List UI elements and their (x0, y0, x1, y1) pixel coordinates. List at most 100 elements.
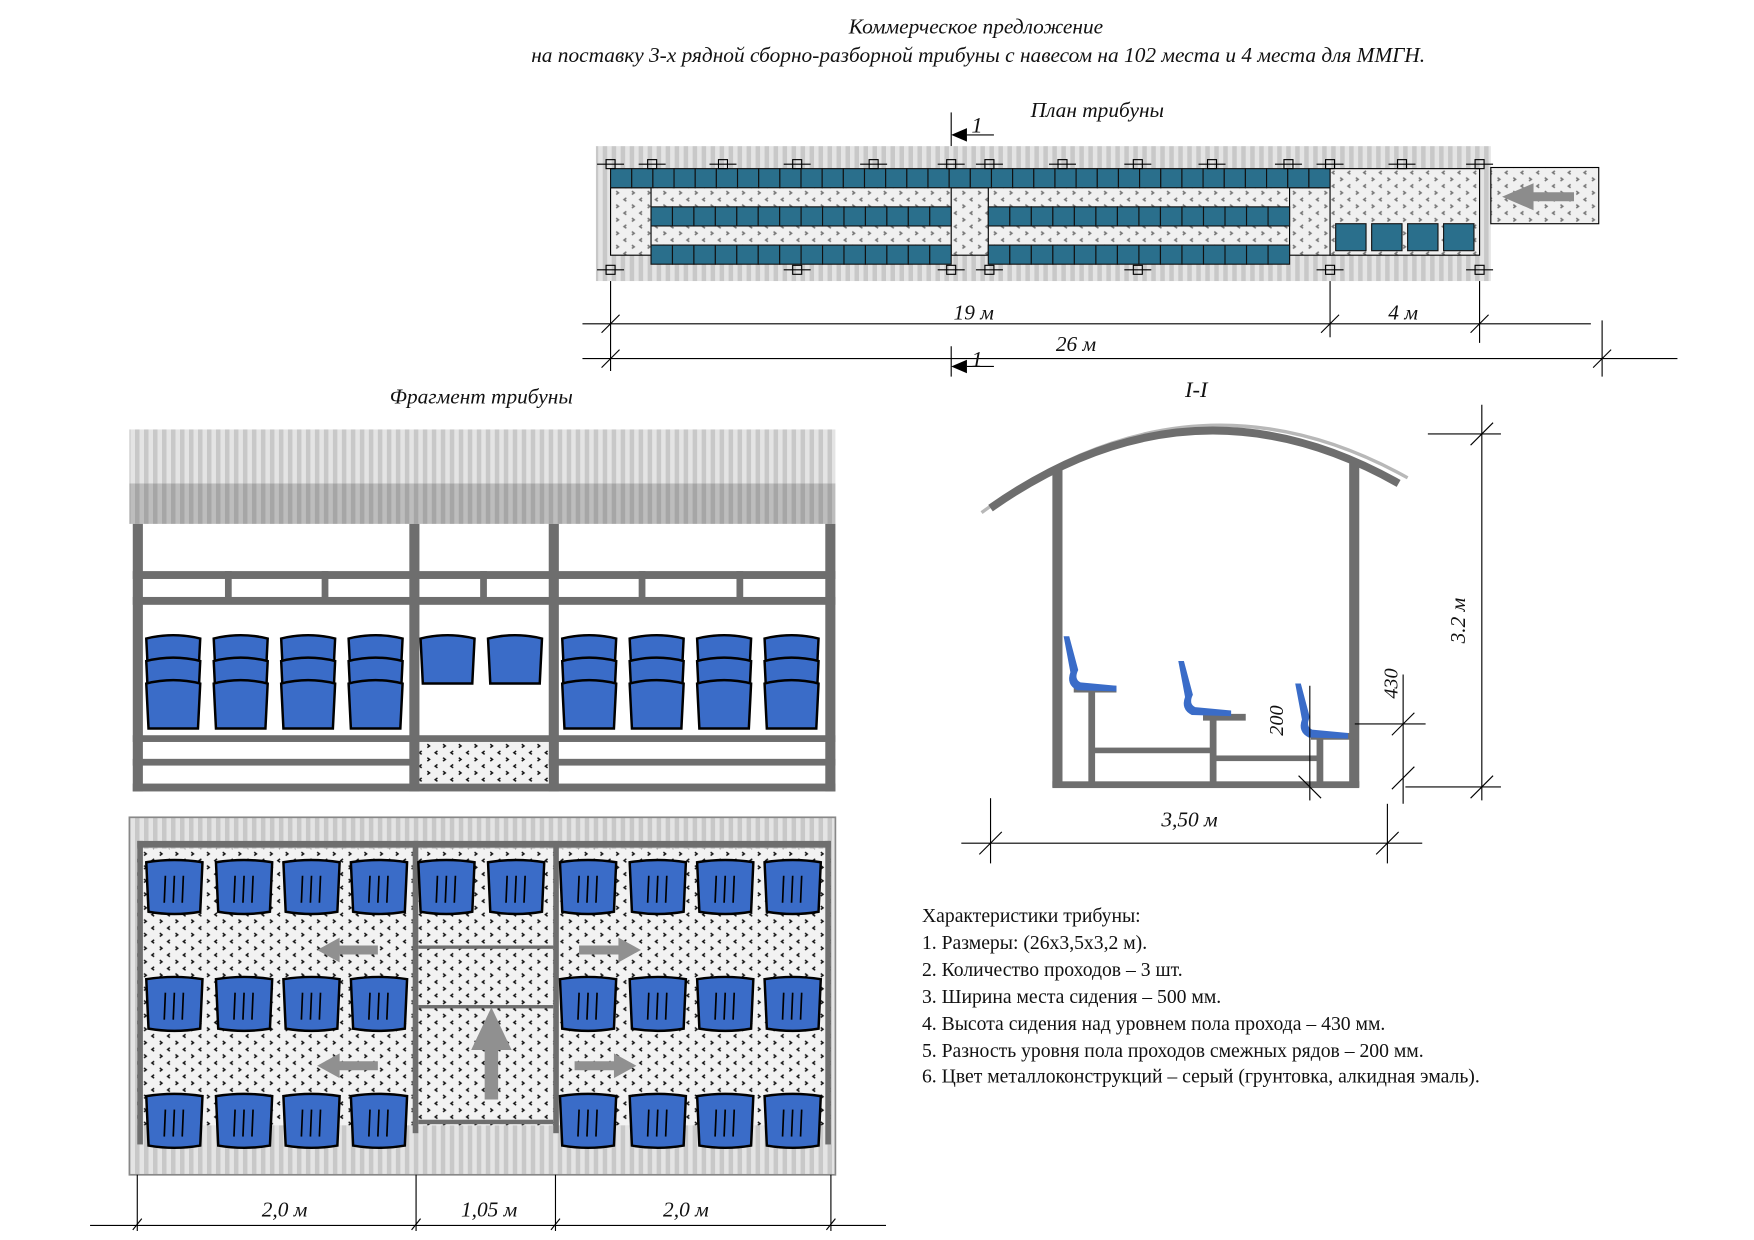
seat-rib (242, 1109, 245, 1137)
seat-rib (723, 992, 727, 1020)
dim-height: 3.2 м (1446, 597, 1470, 644)
plan-seat (987, 206, 1011, 227)
plan-seat (864, 244, 888, 265)
plan-title: План трибуны (1030, 98, 1164, 122)
seat-rib (595, 1109, 598, 1137)
seat-rib (664, 875, 668, 903)
plan-seat (779, 244, 802, 265)
seat-rib (368, 992, 371, 1020)
seat-rib (435, 875, 439, 903)
arrow-right-icon (574, 1053, 637, 1079)
plan-seat (1202, 244, 1226, 265)
seat-rib (586, 875, 589, 903)
fragment-plan-frame (137, 840, 831, 1145)
arrow-up-icon (471, 1007, 512, 1100)
plan-seat (1224, 244, 1248, 265)
plan-seat (800, 206, 824, 227)
dim-26m: 26 м (1056, 332, 1097, 356)
seat-rib (646, 1109, 650, 1137)
plan-seat (1095, 244, 1118, 265)
seat-rib (577, 1109, 580, 1137)
plan-seat (1073, 206, 1097, 227)
plan-seat (990, 168, 1014, 189)
plan-seat (843, 206, 866, 227)
seat-rib (732, 992, 736, 1020)
plan-seat (671, 206, 695, 227)
seat-icon (279, 678, 337, 730)
plan-seat (948, 168, 971, 189)
seat-rib (732, 875, 736, 903)
dim-ticks (601, 314, 1612, 369)
plan-seat (842, 168, 866, 189)
dim-right-2m: 2,0 м (663, 1197, 709, 1221)
accessible-seat (1335, 223, 1367, 252)
seat-rib (251, 875, 254, 903)
seat-rib (514, 875, 517, 903)
arrow-left-icon (317, 1053, 378, 1079)
plan-seat (650, 244, 674, 265)
plan-seat (757, 244, 781, 265)
seat-rib (595, 992, 598, 1020)
section-dims (961, 404, 1501, 864)
plan-seat (969, 168, 993, 189)
seat-rib (377, 1109, 380, 1137)
seat-rib (172, 875, 176, 903)
seat-rib (714, 992, 718, 1020)
plan-seat (715, 168, 739, 189)
seat-rib (386, 875, 389, 903)
column-icon (1474, 264, 1485, 275)
seat-rib (318, 875, 322, 903)
column-marker (937, 264, 965, 275)
plan-seat (736, 168, 760, 189)
plan-seat (1308, 168, 1331, 189)
plan-seat (631, 168, 654, 189)
dim-width: 3,50 м (1160, 807, 1218, 831)
plan-seat (1244, 168, 1268, 189)
plan-seat (671, 244, 695, 265)
seat-rib (595, 875, 598, 903)
seat-rib (790, 1109, 794, 1137)
seat-rib (714, 875, 718, 903)
column-marker (597, 159, 625, 170)
column-icon (1283, 159, 1294, 170)
plan-seat (714, 206, 738, 227)
seat-rib (586, 992, 589, 1020)
accessible-seat (1443, 223, 1475, 252)
dim-left-2m: 2,0 м (262, 1197, 308, 1221)
seat-rib (790, 875, 794, 903)
plan-seat (693, 244, 716, 265)
plan-seat (821, 244, 845, 265)
plan-seat (1116, 206, 1140, 227)
plan-aisle-right (1289, 187, 1331, 256)
seat-rib (318, 1109, 322, 1137)
column-icon (647, 159, 658, 170)
seat-rib (723, 875, 727, 903)
fragment-view: Фрагмент трибуны (90, 385, 886, 1232)
specs-list: Характеристики трибуны: 1. Размеры: (26х… (922, 905, 1480, 1088)
seat-rib (163, 1109, 167, 1137)
plan-seat (886, 206, 909, 227)
seat-icon (560, 678, 618, 730)
spec-item: 1. Размеры: (26х3,5х3,2 м). (922, 932, 1147, 954)
plan-seat (736, 244, 759, 265)
plan-seat (650, 206, 674, 227)
plan-seat (779, 206, 802, 227)
seat-rib (781, 875, 785, 903)
plan-seat (1266, 168, 1289, 189)
column-marker (709, 159, 737, 170)
seat-rib (799, 875, 803, 903)
seat-rib (586, 1109, 589, 1137)
plan-seat (1030, 244, 1054, 265)
section-mark-bottom: 1 (971, 346, 982, 371)
seat-icon (144, 678, 202, 730)
dim-seat-height: 430 (1381, 668, 1403, 698)
plan-seat (673, 168, 696, 189)
seat-rib (233, 992, 236, 1020)
seat-rib (577, 875, 580, 903)
seat-rib (377, 992, 380, 1020)
elevation-seats (144, 633, 820, 730)
plan-seat (1138, 206, 1162, 227)
plan-seat (864, 206, 888, 227)
plan-seat (693, 206, 716, 227)
seat-rib (309, 875, 313, 903)
